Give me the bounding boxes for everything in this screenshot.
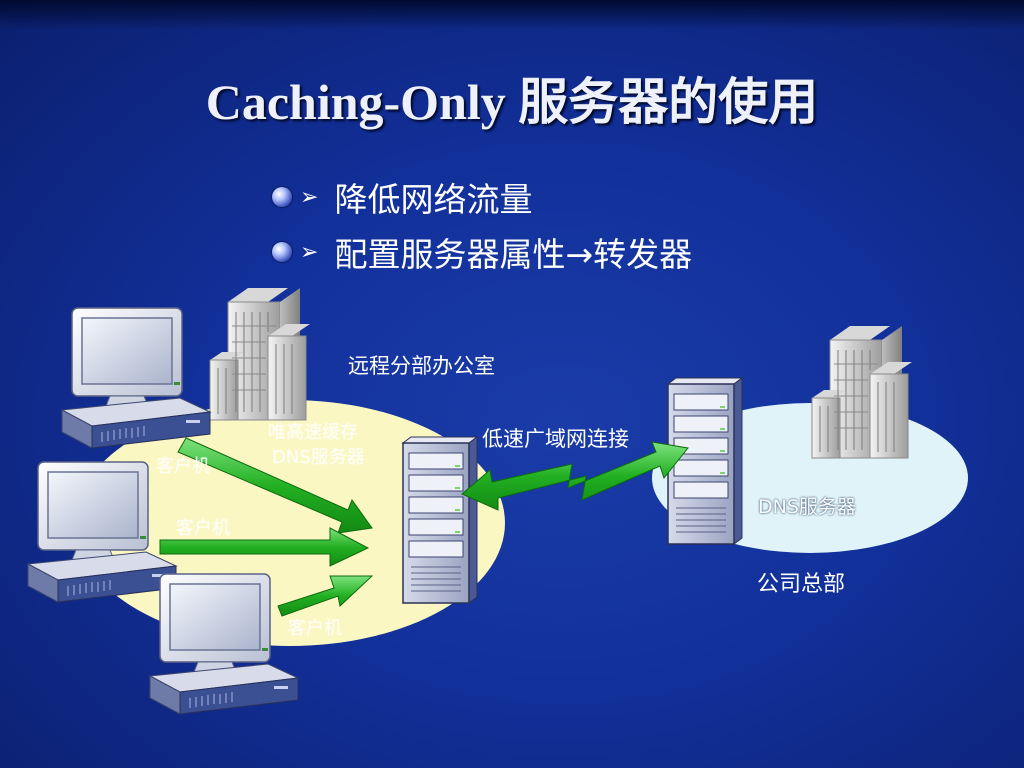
wan-link-label: 低速广域网连接 [482, 427, 629, 451]
remote-office-label: 远程分部办公室 [348, 354, 495, 378]
bullet-ball-icon [272, 242, 292, 262]
bullet-text: 配置服务器属性→转发器 [334, 235, 693, 274]
top-band [0, 0, 1024, 30]
headquarters-label: 公司总部 [757, 572, 846, 597]
office-building-icon [811, 325, 913, 459]
arrowhead-icon: ➢ [300, 239, 319, 265]
arrowhead-icon: ➢ [300, 184, 319, 210]
cache-server-icon [402, 436, 478, 604]
bullet-text: 降低网络流量 [334, 180, 533, 219]
office-building-icon [209, 287, 311, 421]
client-label: 客户机 [156, 456, 210, 477]
lightning-link-icon [461, 441, 689, 511]
client-arrow [277, 575, 374, 617]
bullet-item-1: ➢ 降低网络流量 [272, 177, 532, 219]
client-computer-icon [61, 307, 211, 449]
bullet-item-2: ➢ 配置服务器属性→转发器 [272, 232, 692, 274]
client-arrow [159, 527, 370, 567]
bullet-ball-icon [272, 187, 292, 207]
slide-title: Caching-Only 服务器的使用 [205, 74, 819, 130]
dns-server-icon [667, 377, 743, 545]
cache-server-label-line2: DNS服务器 [272, 447, 365, 468]
client-label: 客户机 [288, 618, 342, 639]
dns-server-label: DNS服务器 [758, 496, 856, 518]
client-label: 客户机 [176, 518, 230, 539]
cache-server-label-line1: 唯高速缓存 [268, 422, 358, 443]
client-arrow [177, 437, 373, 534]
